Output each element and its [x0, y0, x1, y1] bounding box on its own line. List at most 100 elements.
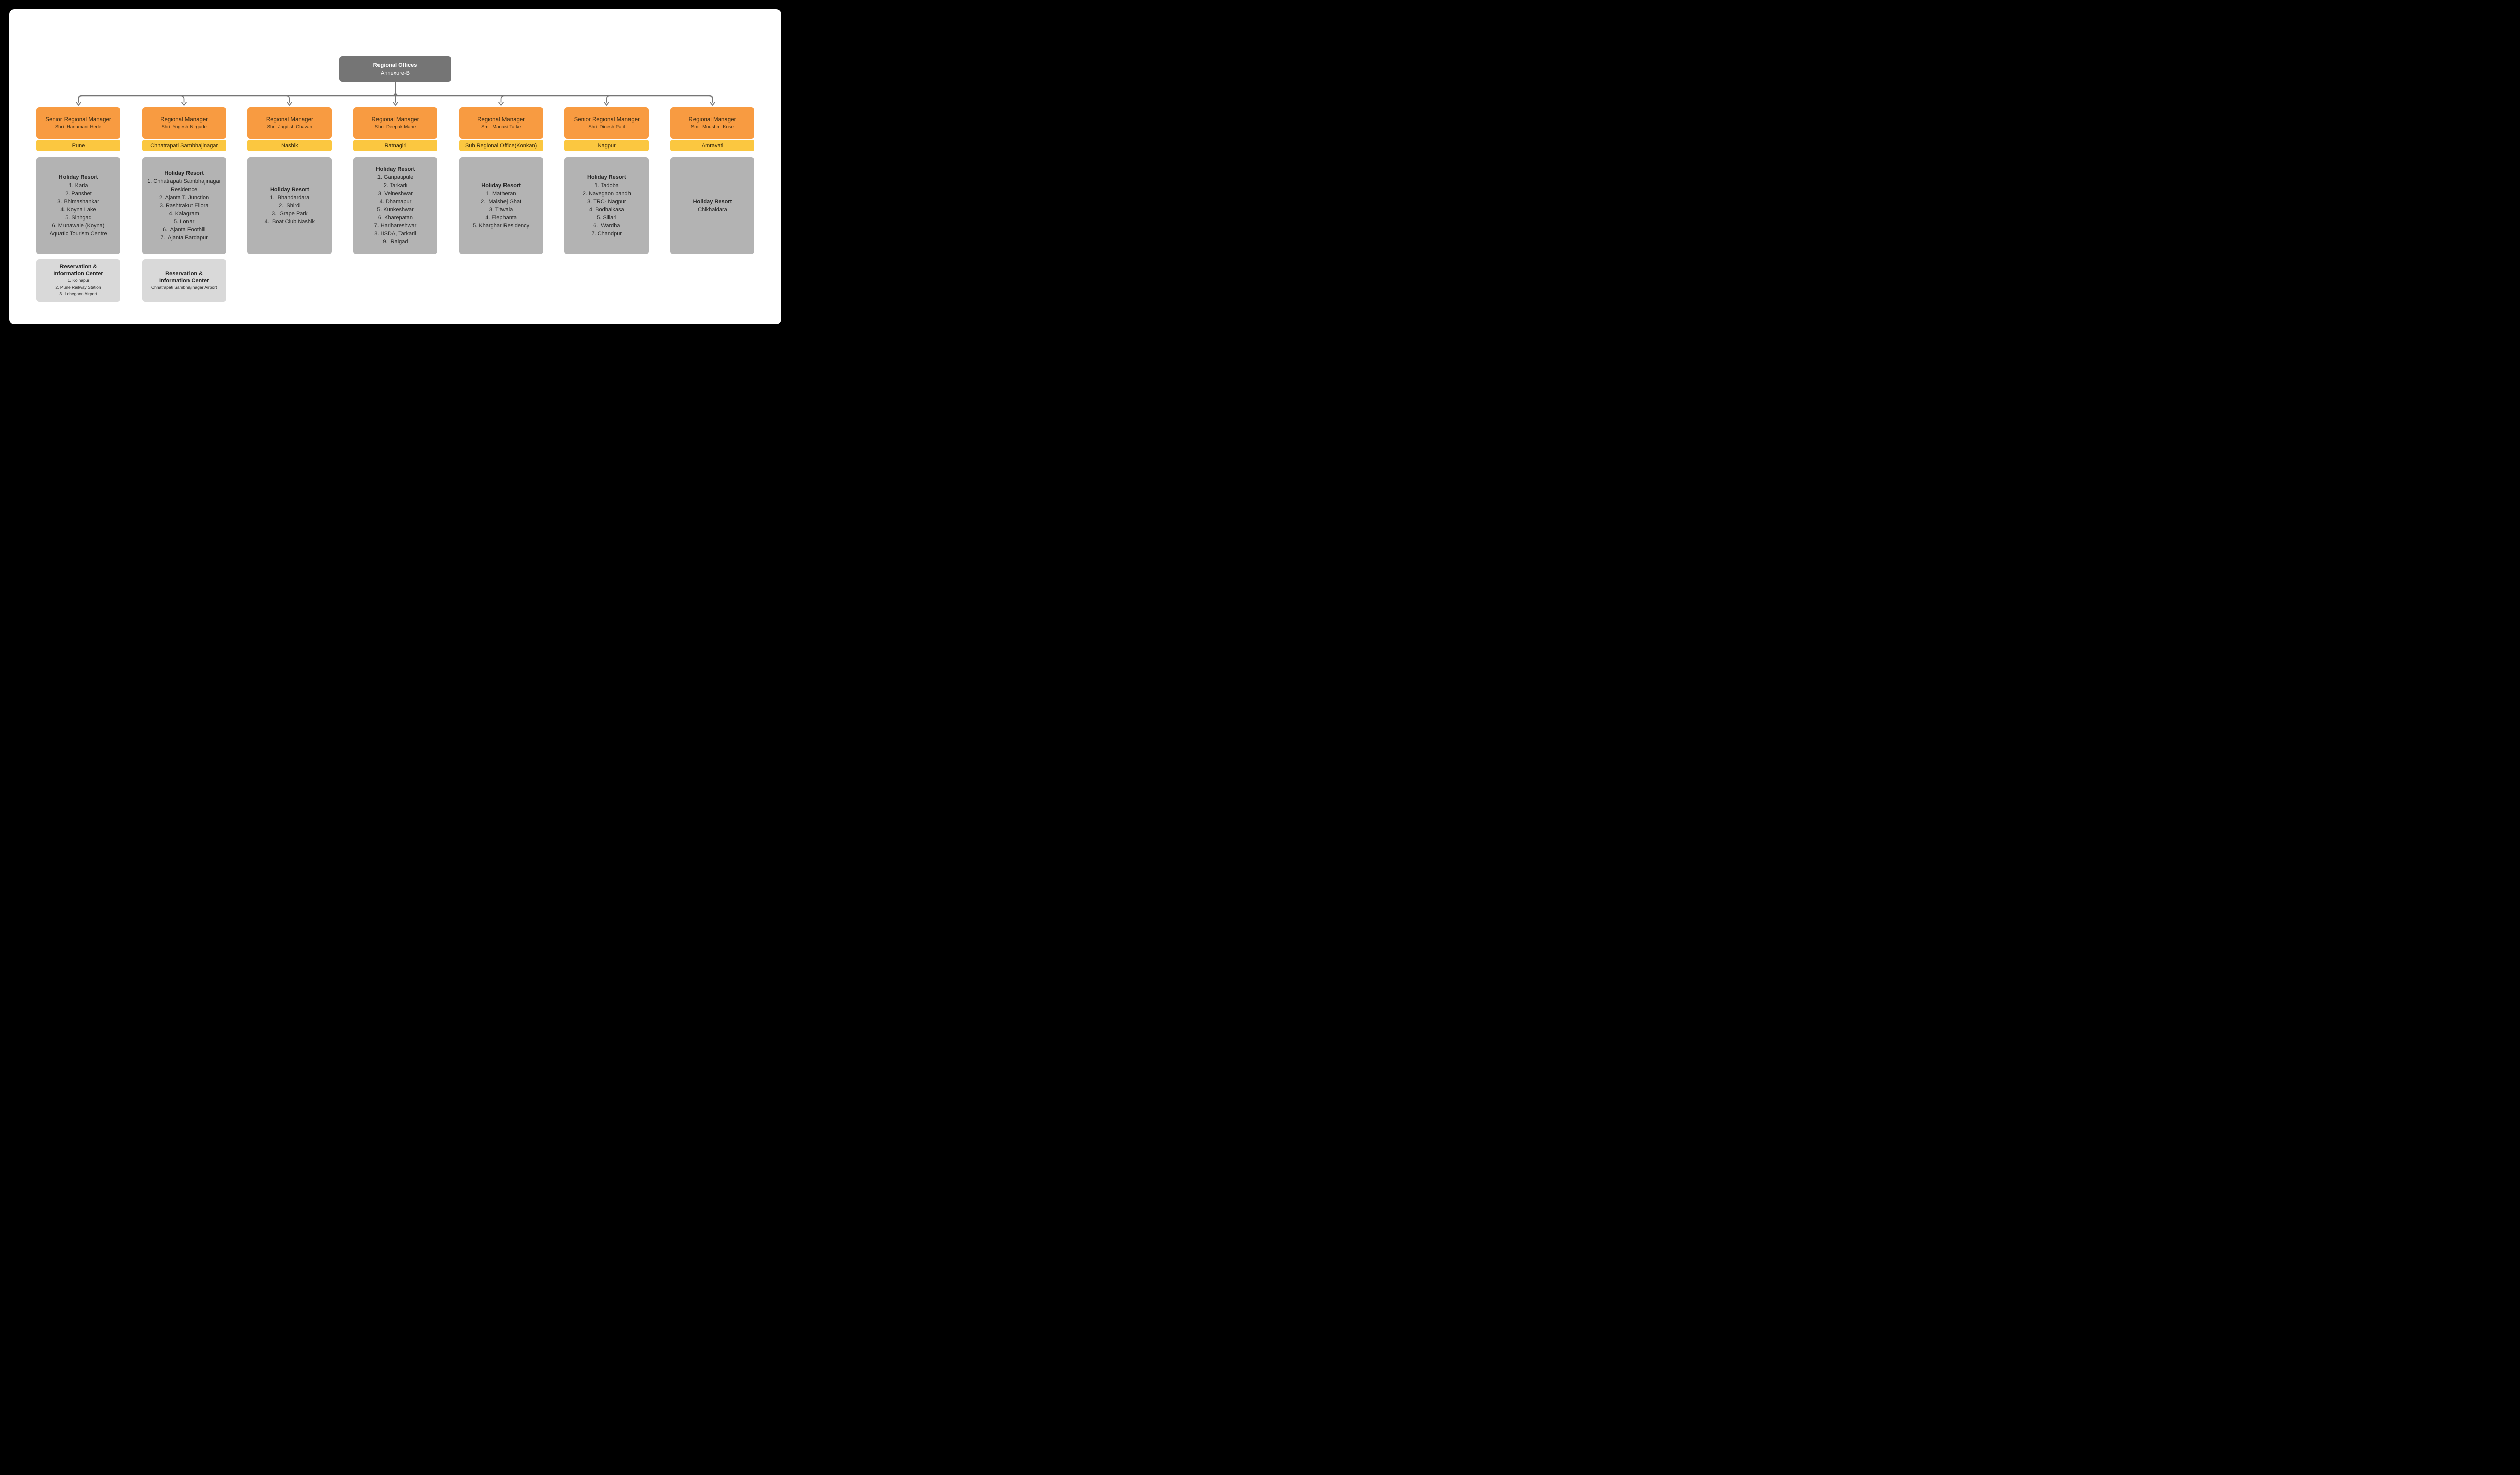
resort-item: 5. Kunkeshwar: [377, 207, 414, 213]
holiday-resort-box-nashik: Holiday Resort 1. Bhandardara 2. Shirdi 3. …: [247, 157, 332, 254]
holiday-resort-box-ratnagiri: Holiday Resort 1. Ganpatipule 2. Tarkarli 3…: [353, 157, 437, 254]
manager-name: Smt. Manasi Tatke: [481, 124, 521, 130]
resort-item: 4. Bodhalkasa: [589, 207, 624, 213]
resort-item: 7. Harihareshwar: [374, 223, 417, 229]
resort-item: 1. Tadoba: [594, 182, 619, 189]
holiday-resort-title: Holiday Resort: [164, 170, 204, 176]
reservation-item: 2. Pune Railway Station: [55, 284, 101, 290]
manager-name: Shri. Yogesh Nirgude: [161, 124, 207, 130]
manager-name: Smt. Moushmi Kose: [690, 124, 734, 130]
holiday-resort-box-chhatrapati-sambhajinagar: Holiday Resort 1. Chhatrapati Sambhajinag…: [142, 157, 226, 254]
resort-item: Aquatic Tourism Centre: [49, 231, 107, 237]
resort-item: 5. Lonar: [173, 219, 195, 225]
resort-item: 3. Bhimashankar: [57, 199, 99, 205]
manager-title: Regional Manager: [688, 116, 736, 123]
org-chart-canvas: Regional Offices Annexure-B Senior Regio…: [9, 9, 781, 324]
resort-item: 3. Grape Park: [272, 211, 308, 217]
holiday-resort-title: Holiday Resort: [587, 174, 626, 180]
office-box-amravati: Amravati: [670, 140, 754, 151]
resort-item: 1. Bhandardara: [270, 195, 310, 201]
resort-item: 5. Sinhgad: [65, 215, 92, 221]
resort-item: 5. Kharghar Residency: [473, 223, 530, 229]
resort-item: 2. Malshej Ghat: [481, 199, 522, 205]
manager-title: Regional Manager: [371, 116, 419, 123]
resort-item: Chikhaldara: [698, 207, 727, 213]
resort-item: 4. Elephanta: [485, 215, 517, 221]
holiday-resort-box-pune: Holiday Resort 1. Karla 2. Panshet 3. Bhima…: [36, 157, 120, 254]
holiday-resort-box-nagpur: Holiday Resort 1. Tadoba 2. Navegaon bandh…: [564, 157, 649, 254]
office-box-sub-regional-office-konkan: Sub Regional Office(Konkan): [459, 140, 543, 151]
root-subtitle: Annexure-B: [380, 70, 410, 76]
resort-item: 2. Shirdi: [279, 203, 301, 209]
manager-title: Regional Manager: [160, 116, 208, 123]
office-box-nagpur: Nagpur: [564, 140, 649, 151]
office-box-ratnagiri: Ratnagiri: [353, 140, 437, 151]
resort-item: 1. Ganpatipule: [377, 174, 414, 180]
resort-item: 2. Panshet: [65, 191, 92, 197]
manager-name: Shri. Dinesh Patil: [588, 124, 625, 130]
manager-title: Regional Manager: [477, 116, 525, 123]
office-box-nashik: Nashik: [247, 140, 332, 151]
resort-item: 1. Chhatrapati Sambhajinagar Residence: [147, 178, 223, 193]
reservation-item: 1. Kolhapur: [67, 278, 90, 283]
manager-title: Regional Manager: [266, 116, 313, 123]
resort-item: 1. Matheran: [486, 191, 516, 197]
root-node-regional-offices: Regional Offices Annexure-B: [339, 56, 451, 82]
manager-title: Senior Regional Manager: [574, 116, 640, 123]
resort-item: 5. Sillari: [597, 215, 617, 221]
resort-item: 6. Munawale (Koyna): [52, 223, 105, 229]
resort-item: 2. Ajanta T. Junction: [159, 195, 209, 201]
manager-name: Shri. Deepak Mane: [374, 124, 416, 130]
holiday-resort-title: Holiday Resort: [481, 182, 521, 189]
resort-item: 2. Tarkarli: [383, 182, 408, 189]
manager-name: Shri. Hanumant Hede: [55, 124, 102, 130]
reservation-title: Reservation & Information Center: [53, 264, 103, 277]
resort-item: 3. Velneshwar: [377, 191, 413, 197]
resort-item: 6. Wardha: [593, 223, 620, 229]
holiday-resort-box-sub-regional-office-konkan: Holiday Resort 1. Matheran 2. Malshej Ghat…: [459, 157, 543, 254]
resort-item: 8. IISDA, Tarkarli: [374, 231, 416, 237]
resort-item: 4. Boat Club Nashik: [264, 219, 315, 225]
manager-title: Senior Regional Manager: [45, 116, 111, 123]
holiday-resort-title: Holiday Resort: [692, 199, 732, 205]
resort-item: 7. Chandpur: [591, 231, 622, 237]
reservation-item: Chhatrapati Sambhajinagar Airport: [151, 284, 217, 290]
resort-item: 7. Ajanta Fardapur: [160, 235, 208, 241]
resort-item: 9. Raigad: [383, 239, 408, 245]
resort-item: 4. Kalagram: [169, 211, 199, 217]
manager-name: Shri. Jagdish Chavan: [267, 124, 312, 130]
resort-item: 2. Navegaon bandh: [582, 191, 631, 197]
resort-item: 4. Dhamapur: [379, 199, 412, 205]
resort-item: 1. Karla: [69, 182, 88, 189]
office-box-chhatrapati-sambhajinagar: Chhatrapati Sambhajinagar: [142, 140, 226, 151]
reservation-item: 3. Lohegaon Airport: [59, 291, 97, 297]
holiday-resort-title: Holiday Resort: [270, 187, 309, 193]
holiday-resort-title: Holiday Resort: [375, 166, 415, 172]
resort-item: 3. Titwala: [489, 207, 513, 213]
resort-item: 4. Koyna Lake: [60, 207, 96, 213]
resort-item: 3. Rashtrakut Ellora: [159, 203, 209, 209]
office-box-pune: Pune: [36, 140, 120, 151]
reservation-title: Reservation & Information Center: [159, 270, 209, 284]
holiday-resort-title: Holiday Resort: [58, 174, 98, 180]
resort-item: 6. Ajanta Foothill: [162, 227, 206, 233]
root-title: Regional Offices: [373, 62, 417, 68]
resort-item: 6. Kharepatan: [377, 215, 413, 221]
